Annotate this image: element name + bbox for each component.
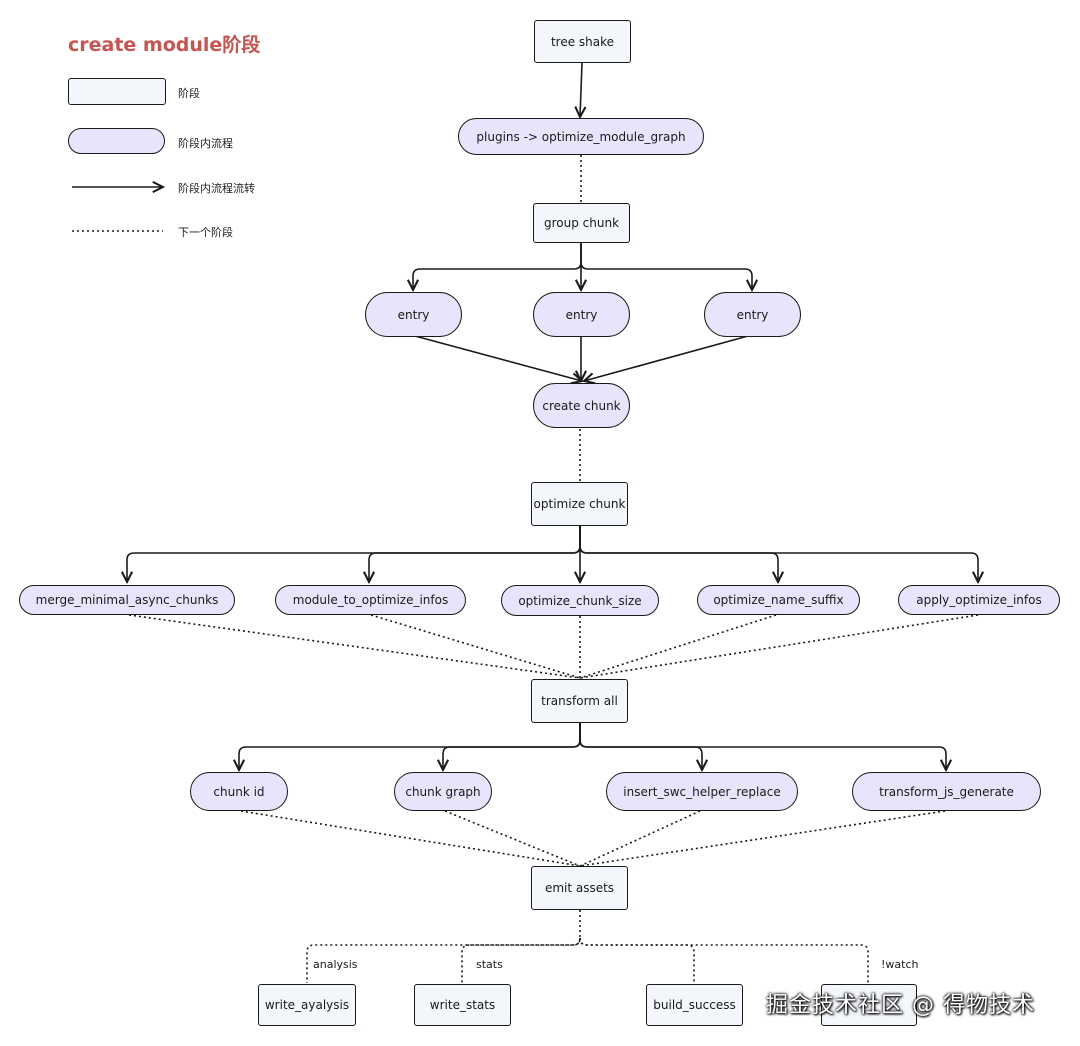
node-entry-1[interactable]: entry [365, 292, 462, 337]
node-tree-shake[interactable]: tree shake [534, 20, 631, 63]
dotted-merge-to-transform [128, 614, 581, 679]
node-create-chunk[interactable]: create chunk [533, 383, 630, 428]
node-optimize-chunk-size[interactable]: optimize_chunk_size [501, 585, 659, 616]
arrow-group-to-entry-3 [580, 243, 752, 290]
node-apply-optimize-infos[interactable]: apply_optimize_infos [898, 585, 1060, 615]
branch-label-stats: stats [476, 958, 503, 971]
node-module-to-optimize-infos[interactable]: module_to_optimize_infos [275, 585, 466, 615]
dotted-apply-to-transform [579, 614, 979, 679]
node-watch-output[interactable] [821, 984, 917, 1026]
node-optimize-chunk[interactable]: optimize chunk [531, 482, 628, 526]
legend-inner-flow-swatch [68, 128, 165, 154]
arrow-entry-3-to-create [584, 335, 749, 381]
node-optimize-module-graph[interactable]: plugins -> optimize_module_graph [458, 118, 704, 155]
dotted-suffix-to-transform [579, 614, 777, 679]
branch-label-analysis: analysis [313, 958, 358, 971]
node-emit-assets[interactable]: emit assets [531, 866, 628, 910]
arrow-transform-to-jsgen [579, 723, 946, 770]
legend-inner-transition-label: 阶段内流程流转 [178, 182, 255, 195]
arrow-group-to-entry-1 [413, 243, 582, 290]
dotted-chunkgraph-to-emit [444, 810, 581, 867]
node-transform-js-generate[interactable]: transform_js_generate [852, 772, 1041, 811]
legend-title: create module阶段 [68, 34, 261, 56]
arrow-optimize-to-suffix [579, 526, 778, 582]
arrow-optimize-to-apply [579, 526, 978, 582]
node-group-chunk[interactable]: group chunk [533, 203, 630, 243]
node-chunk-id[interactable]: chunk id [190, 772, 288, 811]
node-optimize-name-suffix[interactable]: optimize_name_suffix [697, 585, 860, 615]
dotted-module-to-transform [370, 614, 581, 679]
arrow-transform-to-chunkgraph [443, 723, 581, 770]
node-transform-all[interactable]: transform all [531, 679, 628, 723]
node-write-stats[interactable]: write_stats [414, 984, 511, 1026]
dotted-chunkid-to-emit [240, 810, 581, 867]
arrow-optimize-to-merge [127, 526, 581, 582]
dotted-jsgen-to-emit [579, 810, 946, 867]
dotted-emit-to-last [579, 937, 869, 983]
arrow-optimize-to-module [369, 526, 581, 582]
legend-stage-swatch [68, 78, 166, 105]
dotted-insert-to-emit [579, 810, 701, 867]
node-chunk-graph[interactable]: chunk graph [394, 772, 492, 811]
legend-inner-flow-label: 阶段内流程 [178, 137, 233, 150]
node-insert-swc-helper-replace[interactable]: insert_swc_helper_replace [606, 772, 798, 811]
node-entry-2[interactable]: entry [533, 292, 630, 337]
watermark-text: 掘金技术社区 @ 得物技术 [766, 993, 1035, 1018]
branch-label-watch: !watch [881, 958, 919, 971]
node-write-ayalysis[interactable]: write_ayalysis [258, 984, 356, 1026]
node-entry-3[interactable]: entry [704, 292, 801, 337]
legend-stage-label: 阶段 [178, 87, 200, 100]
node-build-success[interactable]: build_success [646, 984, 743, 1026]
arrow-treeshake-to-plugins [580, 62, 582, 117]
dotted-emit-to-stats [461, 937, 581, 983]
legend-next-stage-label: 下一个阶段 [178, 226, 233, 239]
arrow-entry-1-to-create [414, 335, 582, 381]
node-merge-minimal-async-chunks[interactable]: merge_minimal_async_chunks [19, 585, 235, 615]
dotted-emit-to-ayalysis [306, 910, 581, 983]
